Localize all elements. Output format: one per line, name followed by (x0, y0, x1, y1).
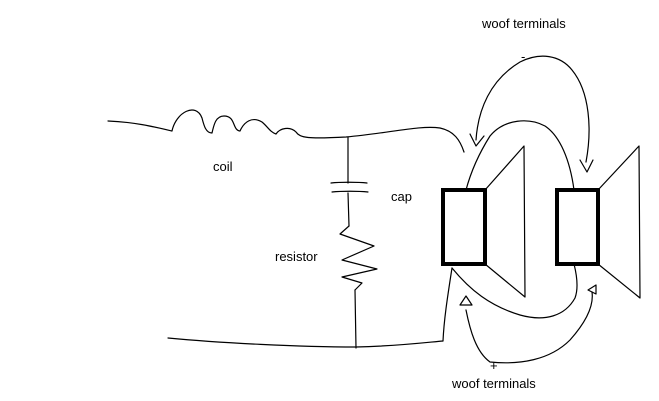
top-arrow-left (469, 133, 485, 147)
plus-sign-label: + (490, 358, 498, 373)
woof-terminals-bottom-label: woof terminals (452, 376, 536, 391)
bottom-arrow-right (587, 284, 597, 295)
capacitor-plate-bottom (331, 190, 369, 193)
bottom-terminal-arc-inner (451, 263, 578, 319)
top-arrow-right (579, 159, 594, 173)
bottom-terminal-arc-outer (465, 291, 593, 364)
resistor-label: resistor (275, 249, 318, 264)
bottom-wire-riser (442, 267, 453, 342)
resistor-lead-bottom (354, 289, 357, 349)
coil-label: coil (213, 159, 233, 174)
speaker-1-magnet (441, 188, 487, 266)
resistor-zigzag (339, 225, 378, 291)
speaker-2-cone (597, 145, 641, 299)
woof-terminals-top-label: woof terminals (482, 16, 566, 31)
cap-to-resistor-lead (347, 192, 350, 227)
speaker-2-magnet (555, 188, 600, 266)
capacitor-plate-top (330, 181, 368, 184)
top-terminal-arc-outer (475, 55, 590, 163)
top-terminal-arc-inner (465, 120, 575, 191)
bottom-arrow-left (459, 295, 473, 306)
minus-sign-label: - (521, 49, 526, 64)
top-wire-with-coil (107, 109, 465, 153)
speaker-1-cone (484, 145, 526, 298)
bottom-wire (167, 337, 444, 348)
cap-label: cap (391, 189, 412, 204)
